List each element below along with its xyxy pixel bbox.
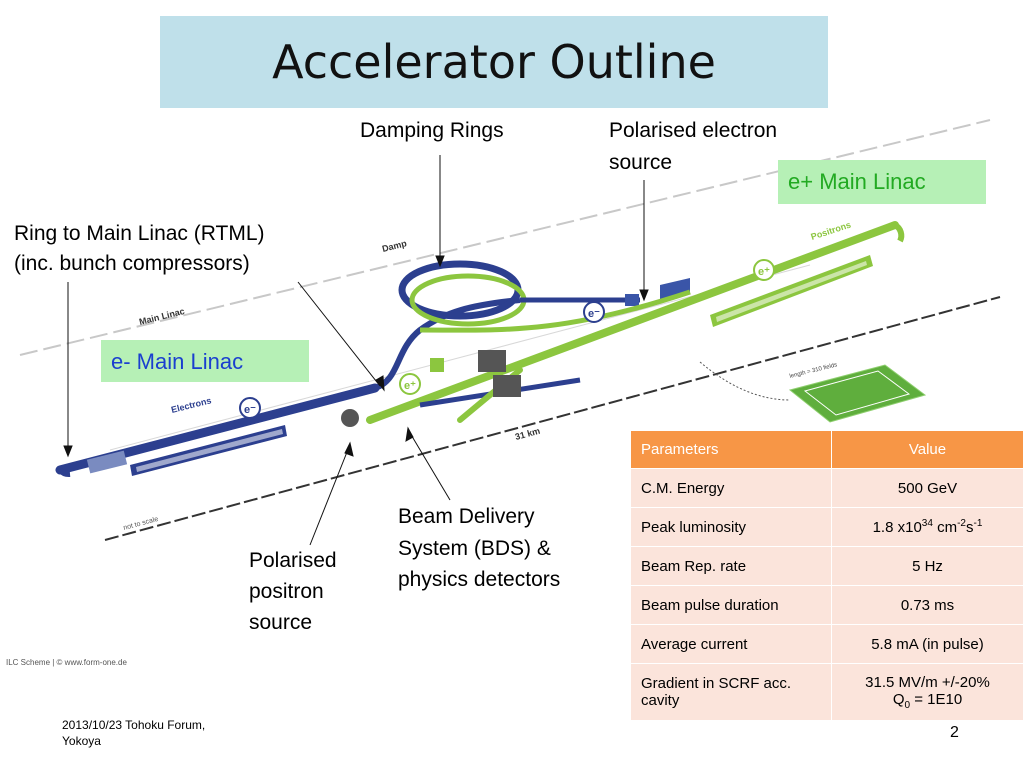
electron-cryomodule-pattern: [136, 429, 283, 472]
value-cell: 500 GeV: [831, 468, 1024, 508]
positron-symbol-2-text: e⁺: [758, 266, 770, 278]
arrow-head-bds: [405, 426, 414, 442]
main-linac-text: Main Linac: [138, 306, 186, 327]
table-row: Beam pulse duration 0.73 ms: [630, 585, 1024, 625]
electron-symbol-2-circle: [583, 301, 605, 323]
positron-rtml-path: [419, 289, 691, 333]
upper-scale-line: [19, 119, 991, 356]
positron-linac-line: [366, 221, 899, 424]
positrons-text: Positrons: [810, 220, 853, 242]
page-number: 2: [950, 724, 959, 741]
param-cell: Beam pulse duration: [630, 585, 832, 625]
arrow-bds: [409, 432, 451, 501]
value-cell: 1.8 x1034 cm-2s-1: [831, 507, 1024, 547]
footer-line-2: Yokoya: [62, 734, 101, 748]
electron-symbol-text: e⁻: [244, 404, 256, 416]
label-pos-1: Polarised: [249, 549, 337, 572]
footer-line-1: 2013/10/23 Tohoku Forum,: [62, 718, 206, 732]
label-bds-3: physics detectors: [398, 568, 561, 591]
table-row: Average current 5.8 mA (in pulse): [630, 624, 1024, 664]
value-cell: 0.73 ms: [831, 585, 1024, 625]
param-cell: Peak luminosity: [630, 507, 832, 547]
arrow-head-rtml-right: [375, 375, 385, 392]
value-cell: 5.8 mA (in pulse): [831, 624, 1024, 664]
value-cell: 5 Hz: [831, 546, 1024, 586]
arrow-positron-source: [309, 446, 350, 546]
param-cell: Average current: [630, 624, 832, 664]
arrow-head-electron: [639, 289, 649, 302]
positron-symbol-text: e⁺: [404, 380, 416, 392]
table-row: Beam Rep. rate 5 Hz: [630, 546, 1024, 586]
param-cell: Beam Rep. rate: [630, 546, 832, 586]
table-header-row: Parameters Value: [630, 430, 1024, 469]
football-field-lines: [803, 370, 911, 416]
positron-source-target: [341, 409, 359, 427]
annotation-arrows: [63, 155, 649, 546]
detector-1: [478, 350, 506, 372]
header-value: Value: [831, 430, 1024, 469]
electron-source-box: [625, 294, 639, 306]
label-pos-3: source: [249, 611, 313, 634]
label-bds-2: System (BDS) &: [398, 537, 551, 560]
image-credit: ILC Scheme | © www.form-one.de: [6, 658, 127, 667]
detector-2: [493, 375, 521, 397]
label-pos-2: positron: [249, 580, 324, 603]
positron-symbol-2-circle: [753, 259, 775, 281]
title-box: Accelerator Outline: [160, 16, 828, 108]
electron-symbol-2-text: e⁻: [588, 308, 600, 320]
header-parameters: Parameters: [630, 430, 832, 469]
electron-symbol-circle: [239, 397, 261, 419]
positron-cryomodule-pattern: [716, 261, 867, 322]
positron-symbol-circle: [399, 373, 421, 395]
electron-turnaround: [57, 467, 71, 477]
table-row: Peak luminosity 1.8 x1034 cm-2s-1: [630, 507, 1024, 547]
parameters-table: Parameters Value C.M. Energy 500 GeV Pea…: [630, 430, 1024, 721]
positron-turnaround: [893, 222, 905, 243]
footer: 2013/10/23 Tohoku Forum, Yokoya: [62, 717, 205, 749]
field-pointer: [699, 361, 791, 401]
value-cell: 31.5 MV/m +/-20%Q0 = 1E10: [831, 663, 1024, 721]
electrons-text: Electrons: [170, 395, 212, 415]
arrow-head-positron: [344, 441, 354, 457]
arrow-rtml-right: [297, 281, 381, 387]
damp-text: Damp: [381, 238, 408, 254]
label-pol-electron-2: source: [609, 151, 673, 174]
positron-kicker: [430, 358, 444, 372]
param-cell: C.M. Energy: [630, 468, 832, 508]
label-rtml-1: Ring to Main Linac (RTML): [14, 222, 265, 245]
page-title: Accelerator Outline: [272, 35, 716, 89]
arrow-head-rtml-left: [63, 445, 73, 458]
arrow-head-damping: [435, 255, 445, 268]
accelerator-diagram: e⁻ e⁻ e⁺ e⁺ Main Linac Electrons Positro…: [19, 119, 1001, 546]
label-pol-electron-1: Polarised electron: [609, 119, 778, 142]
electron-bc-unit: [86, 450, 128, 474]
label-bds-1: Beam Delivery: [398, 505, 535, 528]
field-length-text: length = 310 fields: [789, 362, 838, 380]
table-row: C.M. Energy 500 GeV: [630, 468, 1024, 508]
label-rtml-2: (inc. bunch compressors): [14, 252, 250, 275]
football-field: [788, 364, 927, 423]
table-row: Gradient in SCRF acc. cavity 31.5 MV/m +…: [630, 663, 1024, 721]
param-cell: Gradient in SCRF acc. cavity: [630, 663, 832, 721]
lower-scale-line: [104, 296, 1001, 541]
label-damping-rings: Damping Rings: [360, 119, 504, 142]
e-minus-main-linac-box: e- Main Linac: [101, 340, 309, 382]
e-plus-main-linac-box: e+ Main Linac: [778, 160, 986, 204]
